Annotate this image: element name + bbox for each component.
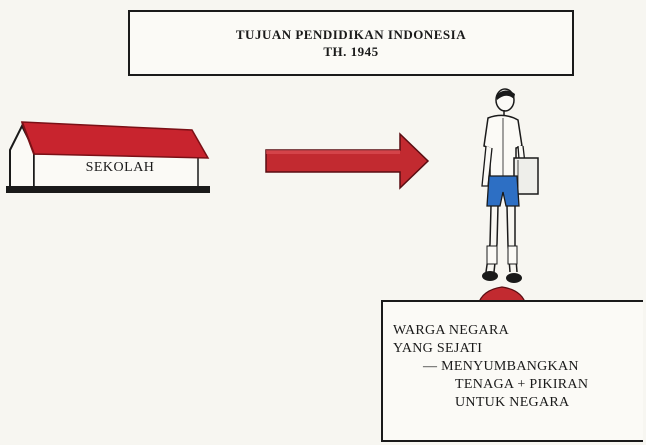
caption-line-3: — MENYUMBANGKAN xyxy=(423,359,579,374)
caption-line-5: UNTUK NEGARA xyxy=(455,395,570,410)
caption-line-4: TENAGA + PIKIRAN xyxy=(455,377,589,392)
caption-line-2: YANG SEJATI xyxy=(393,341,483,356)
student-figure-icon xyxy=(481,88,539,283)
school-building-icon xyxy=(6,121,210,193)
title-line-2: TH. 1945 xyxy=(323,44,379,59)
title-box: TUJUAN PENDIDIKAN INDONESIA TH. 1945 xyxy=(128,10,574,76)
caption-box: WARGA NEGARA YANG SEJATI — MENYUMBANGKAN… xyxy=(381,300,643,442)
caption-line-1: WARGA NEGARA xyxy=(393,323,509,338)
school-label: SEKOLAH xyxy=(85,160,155,175)
right-arrow-icon xyxy=(265,132,430,190)
title-line-1: TUJUAN PENDIDIKAN INDONESIA xyxy=(235,27,467,42)
